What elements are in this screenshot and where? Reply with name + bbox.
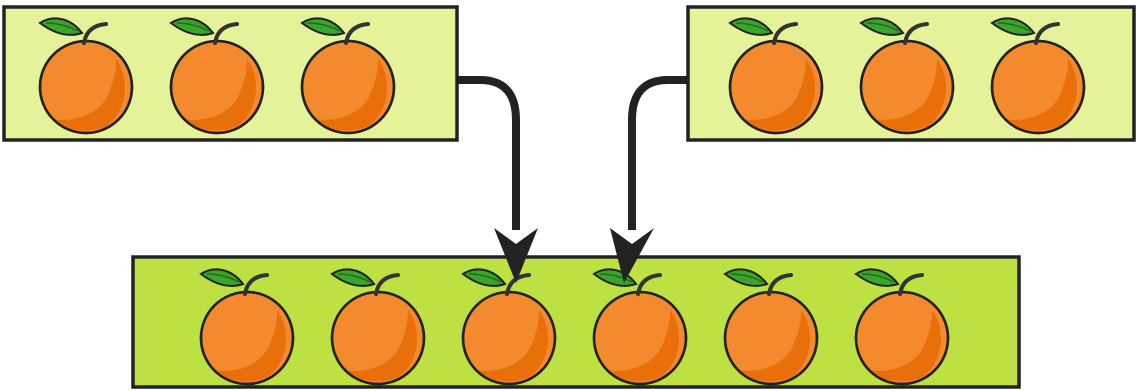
left-group bbox=[2, 5, 459, 142]
arrow-head-icon bbox=[494, 228, 538, 283]
arrow-shaft bbox=[457, 76, 520, 230]
right-group bbox=[686, 5, 1136, 142]
arrow-left-group-to-total-group bbox=[457, 76, 538, 283]
total-group bbox=[131, 255, 1021, 389]
arrow-right-group-to-total-group bbox=[610, 76, 688, 283]
arrows bbox=[457, 76, 688, 283]
group-boxes bbox=[2, 5, 1136, 389]
arrow-shaft bbox=[628, 76, 688, 230]
arrow-head-icon bbox=[610, 228, 654, 283]
